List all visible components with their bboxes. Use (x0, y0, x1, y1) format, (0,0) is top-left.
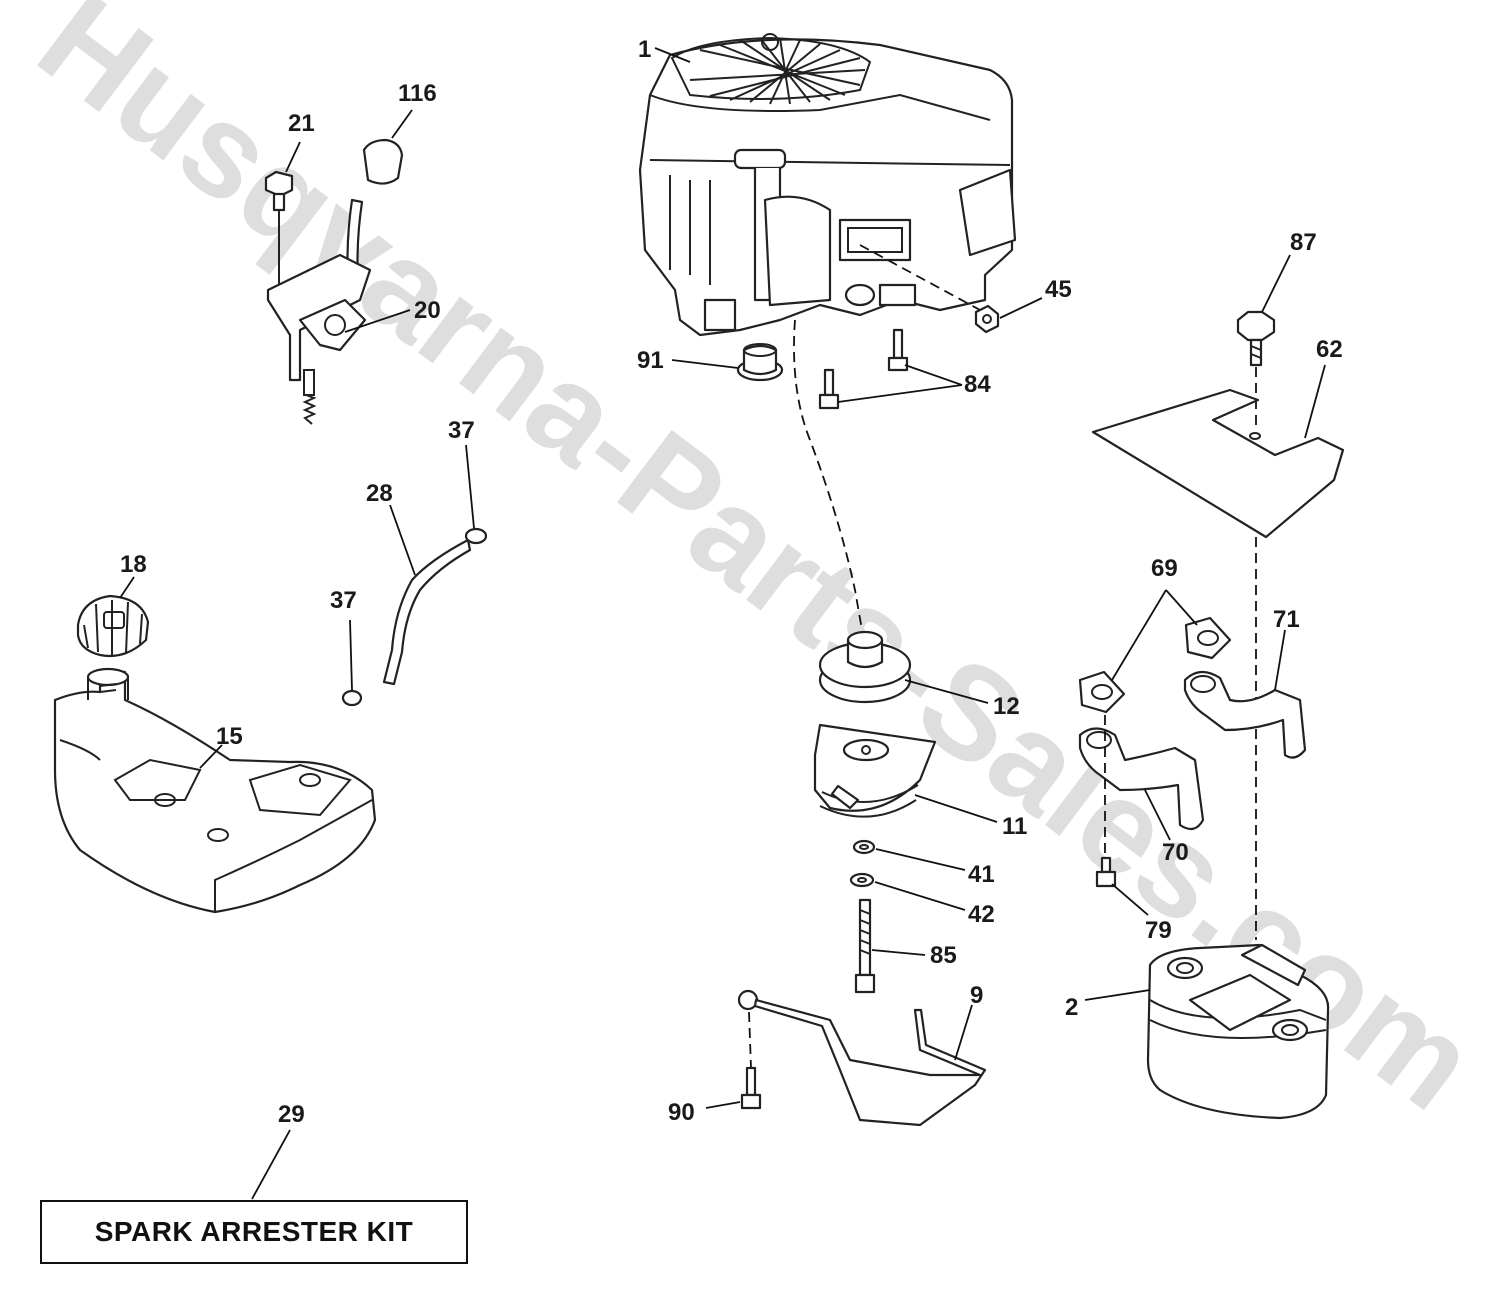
leader-37-lower (349, 619, 353, 691)
throttle-control-part-20[interactable] (266, 198, 372, 425)
callout-79: 79 (1145, 917, 1172, 944)
leader-29 (251, 1129, 291, 1200)
callout-28: 28 (366, 480, 393, 507)
leader-20 (344, 309, 411, 333)
callout-45: 45 (1045, 276, 1072, 303)
bolt-part-21[interactable] (264, 170, 294, 285)
callout-1: 1 (638, 36, 651, 63)
callout-9: 9 (970, 982, 983, 1009)
leader-18 (119, 576, 135, 599)
bolt-part-85[interactable] (854, 898, 876, 994)
callout-21: 21 (288, 110, 315, 137)
muffler-part-2[interactable] (1146, 943, 1330, 1120)
leader-69 (1111, 589, 1198, 681)
callout-37-lower: 37 (330, 587, 357, 614)
leader-116 (391, 109, 413, 139)
callout-15: 15 (216, 723, 243, 750)
spark-arrester-kit-label: SPARK ARRESTER KIT (94, 1216, 414, 1247)
screw-part-87[interactable] (1236, 310, 1276, 367)
gasket-part-69-right[interactable] (1184, 616, 1232, 660)
leader-84 (837, 364, 963, 403)
callout-18: 18 (120, 551, 147, 578)
fuel-line-part-28[interactable] (382, 538, 472, 686)
washer-part-42[interactable] (849, 872, 875, 888)
callout-29: 29 (278, 1101, 305, 1128)
bolt-part-84[interactable] (818, 328, 909, 410)
leader-1 (654, 47, 691, 63)
callout-71: 71 (1273, 606, 1300, 633)
bushing-part-91[interactable] (736, 343, 784, 382)
leader-62 (1304, 364, 1326, 439)
assembly-line-engine-nut (859, 244, 981, 311)
callout-12: 12 (993, 693, 1020, 720)
leader-42 (874, 881, 966, 911)
callout-20: 20 (414, 297, 441, 324)
leader-85 (871, 949, 926, 956)
callout-90: 90 (668, 1099, 695, 1126)
callout-62: 62 (1316, 336, 1343, 363)
leader-11 (914, 794, 998, 823)
callout-42: 42 (968, 901, 995, 928)
gasket-part-69-left[interactable] (1078, 670, 1126, 714)
fuel-cap-part-18[interactable] (76, 594, 150, 658)
leader-41 (875, 848, 966, 871)
callout-41: 41 (968, 861, 995, 888)
bolt-part-79[interactable] (1095, 856, 1117, 888)
washer-part-41[interactable] (852, 839, 876, 855)
leader-21 (285, 141, 301, 173)
nut-part-45[interactable] (974, 304, 1000, 334)
leader-2 (1084, 989, 1151, 1001)
leader-87 (1261, 254, 1291, 313)
callout-11: 11 (1002, 813, 1027, 840)
leader-91 (671, 359, 739, 369)
leader-15 (199, 744, 223, 769)
exhaust-pipe-part-70[interactable] (1078, 727, 1205, 831)
callout-85: 85 (930, 942, 957, 969)
callout-87: 87 (1290, 229, 1317, 256)
exhaust-pipe-part-71[interactable] (1183, 670, 1307, 759)
leader-90 (705, 1101, 741, 1109)
bolt-part-90[interactable] (740, 1066, 762, 1110)
leader-70 (1144, 789, 1171, 841)
callout-91: 91 (637, 347, 664, 374)
leader-12 (904, 679, 989, 704)
leader-37-upper (465, 444, 475, 529)
callout-37-upper: 37 (448, 417, 475, 444)
leader-9 (954, 1004, 973, 1061)
rod-part-9[interactable] (737, 989, 987, 1127)
callout-116: 116 (398, 80, 437, 107)
leader-45 (999, 297, 1043, 319)
spark-arrester-kit-box[interactable]: SPARK ARRESTER KIT (40, 1200, 468, 1264)
callout-70: 70 (1162, 839, 1189, 866)
hose-clamp-part-37-upper[interactable] (464, 527, 488, 545)
knob-part-116[interactable] (362, 138, 404, 185)
engine-part[interactable] (638, 33, 1017, 337)
leader-28 (389, 504, 416, 576)
leader-79 (1111, 883, 1149, 916)
hose-clamp-part-37-lower[interactable] (341, 689, 363, 707)
heat-shield-part-62[interactable] (1091, 388, 1345, 539)
pulley-part-12[interactable] (818, 630, 912, 704)
fuel-tank-part-15[interactable] (53, 667, 377, 914)
pto-clutch-part-11[interactable] (813, 723, 937, 818)
callout-84: 84 (964, 371, 991, 398)
assembly-line-90 (748, 1011, 752, 1069)
assembly-line-engine-clutch (793, 319, 863, 631)
callout-69: 69 (1151, 555, 1178, 582)
callout-2: 2 (1065, 994, 1078, 1021)
leader-71 (1274, 629, 1286, 691)
